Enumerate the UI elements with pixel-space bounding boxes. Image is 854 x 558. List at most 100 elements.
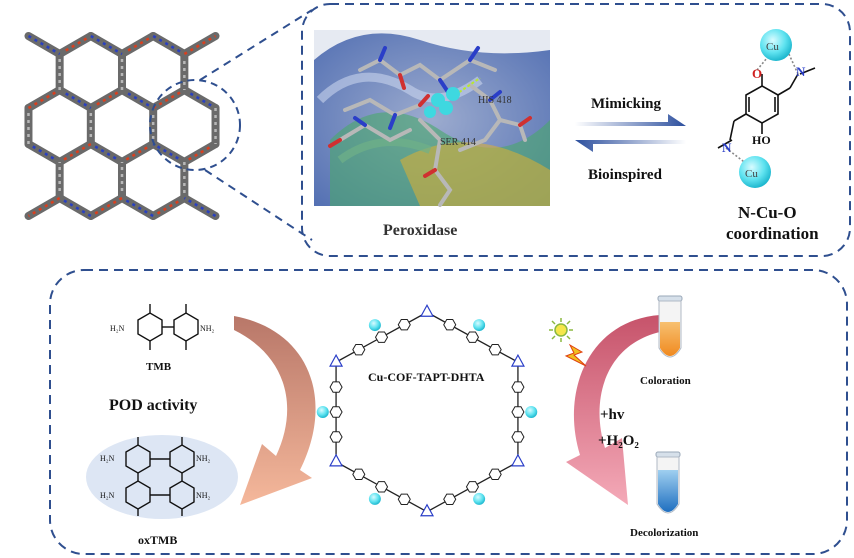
blue-test-tube (655, 451, 681, 514)
cu-sphere-bottom (739, 156, 771, 188)
cu-node (316, 406, 329, 418)
fe-sphere (424, 106, 436, 118)
mimicking-label: Mimicking (591, 96, 661, 112)
cof-ring-unit (374, 331, 389, 343)
lattice-atoms (183, 88, 217, 110)
cof-ring-unit (511, 381, 525, 393)
fe-sphere (446, 87, 460, 101)
tmb-molecule (137, 304, 199, 350)
lattice-atoms (121, 88, 154, 110)
sun-icon (549, 318, 573, 342)
ser-label: SER 414 (440, 137, 476, 148)
cof-label: Cu-COF-TAPT-DHTA (368, 370, 485, 384)
lattice-atoms (183, 142, 217, 164)
oh-group-label: HO (752, 133, 771, 147)
peroxidase-protein-image: HIS 418 SER 414 (314, 30, 550, 207)
lattice-atoms (27, 88, 61, 110)
o-atom-label: O (752, 66, 762, 81)
pod-activity-label: POD activity (109, 397, 197, 414)
cof-ring-unit (397, 493, 411, 505)
tmb-h2n: H₂N (110, 324, 125, 333)
hv-label: +hv (600, 407, 625, 423)
left-curved-arrow (234, 316, 316, 505)
cof-ring-unit (329, 431, 343, 443)
cu-sphere-top (760, 29, 792, 61)
cof-ring-unit (465, 331, 480, 343)
tmb-label: TMB (146, 361, 172, 373)
lattice-atoms (59, 142, 92, 164)
cof-ring-unit (443, 493, 457, 505)
his-label: HIS 418 (478, 95, 512, 106)
triazine-node (419, 303, 435, 317)
triazine-node (329, 353, 344, 367)
cof-ring-unit (488, 468, 502, 481)
oxtmb-background (86, 435, 238, 519)
cof-ring-unit (511, 431, 525, 443)
lattice-atoms (59, 196, 92, 218)
oxtmb-label: oxTMB (138, 533, 177, 547)
orange-test-tube (657, 295, 683, 358)
cu-node (368, 319, 381, 332)
oxtmb-h2n-bottom: H₂N (100, 491, 115, 500)
lightning-icon (564, 343, 587, 367)
lattice-atoms (152, 196, 185, 218)
lattice-atoms (90, 88, 123, 110)
cof-ring-unit (443, 319, 457, 331)
arrow-left (575, 140, 686, 152)
oxtmb-nh2-bottom: NH₂ (196, 491, 211, 500)
cu-node (473, 492, 486, 505)
lattice-atoms (121, 34, 154, 56)
triazine-node (510, 353, 525, 367)
n-atom-label-right: N (796, 64, 806, 79)
cu-node (473, 319, 486, 332)
oxtmb-molecule (125, 437, 195, 516)
cu-node (525, 406, 538, 418)
tmb-nh2: NH₂ (200, 324, 215, 333)
lattice-atoms (90, 34, 123, 56)
cof-ring-unit (352, 468, 366, 481)
ncuo-caption-line2: coordination (726, 224, 819, 243)
cof-ring-unit (329, 406, 343, 418)
cof-honeycomb-lattice (24, 31, 220, 221)
n-atom-label-left: N (722, 140, 732, 155)
lattice-atoms (27, 34, 61, 56)
cof-ring-unit (329, 381, 343, 393)
lattice-atoms (152, 34, 185, 56)
decolorization-label: Decolorization (630, 527, 698, 539)
oxtmb-h2n-top: H₂N (100, 454, 115, 463)
cu-label-bottom: Cu (745, 168, 758, 180)
peroxidase-caption: Peroxidase (383, 222, 457, 239)
bottom-dashed-panel (49, 269, 848, 555)
lattice-atoms (183, 196, 217, 218)
cu-cof-ring (316, 303, 538, 517)
h2o2-label: +H₂O₂ (598, 433, 639, 449)
equilibrium-arrows (575, 114, 686, 152)
arrow-right (575, 114, 686, 126)
cof-ring-unit (488, 343, 502, 356)
lattice-atoms (90, 196, 123, 218)
n-cu-o-structure (717, 51, 816, 169)
ncuo-caption-line1: N-Cu-O (738, 203, 797, 222)
zoom-circle (149, 79, 241, 171)
cof-ring-unit (352, 343, 366, 356)
lattice-atoms (59, 88, 92, 110)
top-dashed-panel (301, 3, 851, 257)
lattice-atoms (121, 196, 154, 218)
right-curved-arrow (566, 315, 660, 505)
lattice-atoms (152, 142, 185, 164)
lattice-atoms (90, 142, 123, 164)
lattice-atoms (183, 34, 217, 56)
cof-ring-unit (465, 481, 480, 493)
lattice-atoms (27, 142, 61, 164)
zoom-line-top (199, 9, 313, 81)
triazine-node (419, 503, 435, 517)
triazine-node (329, 453, 344, 467)
triazine-node (510, 453, 525, 467)
fe-sphere (439, 101, 453, 115)
cu-label-top: Cu (766, 41, 779, 53)
cu-node (368, 492, 381, 505)
zoom-line-bottom (204, 169, 313, 241)
cof-ring-unit (374, 481, 389, 493)
oxtmb-nh2-top: NH₂ (196, 454, 211, 463)
